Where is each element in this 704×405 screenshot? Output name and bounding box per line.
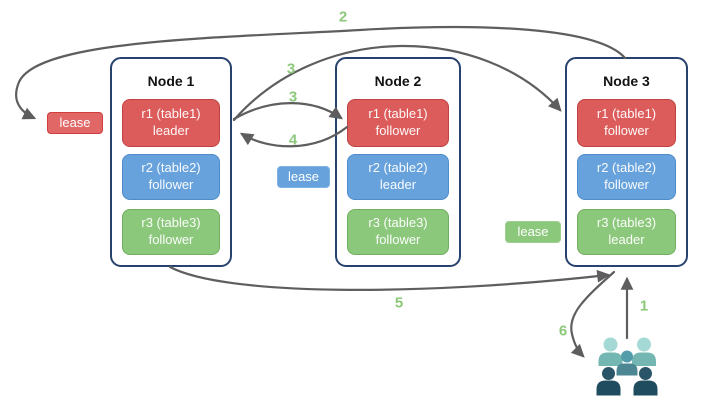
node-3-title: Node 3	[603, 73, 650, 89]
step-label-1: 1	[639, 297, 649, 315]
replica-role: leader	[152, 123, 190, 138]
node-1-title: Node 1	[147, 73, 195, 89]
node-1-box: Node 1 r1 (table1) leader r2 (table2) fo…	[110, 57, 232, 267]
replica-label: r2 (table2)	[368, 160, 428, 176]
replica-node3-r2: r2 (table2) follower	[577, 154, 676, 200]
replica-node2-r2: r2 (table2) leader	[347, 154, 449, 200]
replica-role: follower	[148, 177, 194, 192]
replica-node1-r3: r3 (table3) follower	[122, 209, 220, 255]
step-label-6: 6	[558, 322, 568, 340]
arrow-step-3-to-node2	[232, 102, 343, 121]
users-group-icon	[596, 337, 658, 396]
replica-node3-r1: r1 (table1) follower	[577, 99, 676, 147]
step-label-4: 4	[288, 131, 298, 149]
user-top-left	[598, 337, 623, 366]
arrow-step-5	[168, 265, 611, 291]
node-2-title: Node 2	[374, 73, 422, 89]
node-2-box: Node 2 r1 (table1) follower r2 (table2) …	[335, 57, 461, 267]
replica-role: follower	[604, 177, 649, 192]
replica-role: follower	[148, 232, 194, 247]
step-label-3b: 3	[288, 88, 298, 106]
replica-node2-r1: r1 (table1) follower	[347, 99, 449, 147]
replica-label: r3 (table3)	[596, 215, 657, 231]
arrow-step-2	[15, 25, 627, 120]
step-label-2: 2	[338, 8, 348, 26]
step-label-5: 5	[394, 294, 404, 312]
replica-label: r1 (table1)	[596, 106, 657, 122]
replica-node1-r1: r1 (table1) leader	[122, 99, 220, 147]
replica-label: r1 (table1)	[141, 106, 201, 122]
replica-role: follower	[604, 123, 649, 138]
user-top-right	[632, 337, 656, 366]
user-bottom-right	[633, 367, 658, 396]
replica-label: r2 (table2)	[141, 160, 201, 176]
replica-label: r2 (table2)	[596, 160, 657, 176]
replica-role: follower	[375, 123, 421, 138]
replica-node1-r2: r2 (table2) follower	[122, 154, 220, 200]
replica-role: leader	[608, 232, 645, 247]
replica-label: r3 (table3)	[141, 215, 201, 231]
replica-node3-r3: r3 (table3) leader	[577, 209, 676, 255]
lease-badge-table3: lease	[505, 221, 561, 243]
replica-role: leader	[379, 177, 417, 192]
replica-label: r3 (table3)	[368, 215, 428, 231]
lease-badge-table1: lease	[47, 112, 103, 134]
replica-role: follower	[375, 232, 421, 247]
replica-label: r1 (table1)	[368, 106, 428, 122]
node-3-box: Node 3 r1 (table1) follower r2 (table2) …	[565, 57, 688, 267]
replica-node2-r3: r3 (table3) follower	[347, 209, 449, 255]
user-middle	[616, 350, 638, 376]
lease-badge-table2: lease	[277, 166, 330, 188]
user-bottom-left	[596, 367, 621, 396]
step-label-3a: 3	[286, 60, 296, 78]
